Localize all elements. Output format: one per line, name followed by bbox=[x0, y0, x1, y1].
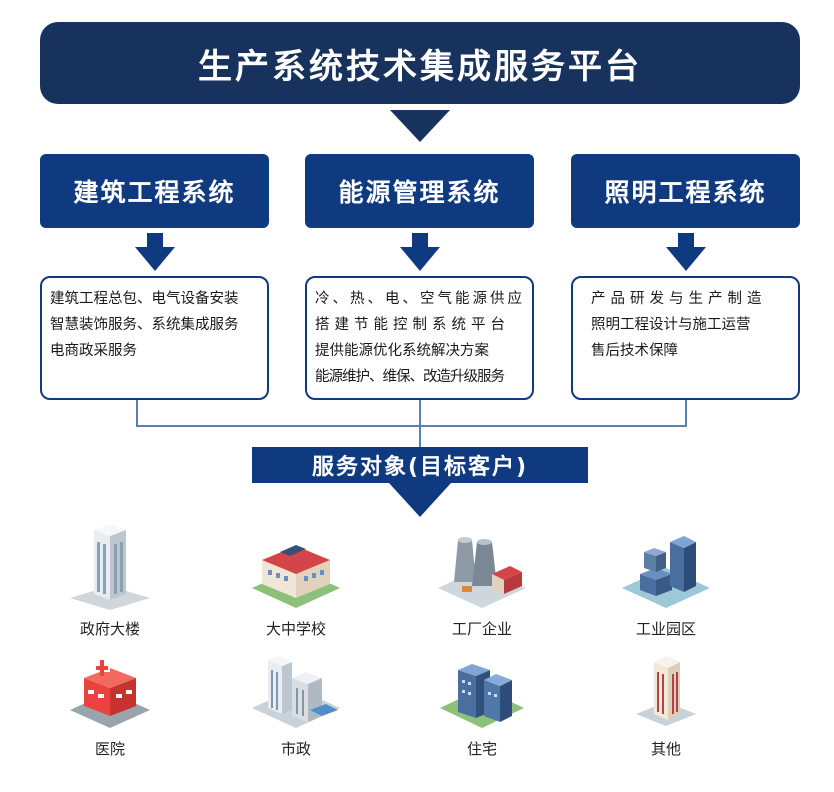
client-other: 其他 bbox=[596, 652, 736, 759]
service-down-triangle bbox=[389, 483, 451, 517]
client-hospital: 医院 bbox=[40, 652, 180, 759]
connector-line bbox=[136, 400, 138, 427]
client-label: 工厂企业 bbox=[451, 620, 512, 638]
description-line: 智慧装饰服务、系统集成服务 bbox=[50, 317, 239, 333]
industrial-park-icon bbox=[622, 536, 710, 608]
client-residential: 住宅 bbox=[412, 652, 552, 759]
description-line: 搭建节能控制系统平台 bbox=[315, 317, 510, 333]
system-title-text: 能源管理系统 bbox=[338, 178, 501, 207]
client-label: 大中学校 bbox=[265, 620, 326, 638]
service-target-title: 服务对象(目标客户) bbox=[311, 455, 529, 480]
arrow-down-icon bbox=[400, 233, 440, 271]
client-government: 政府大楼 bbox=[40, 512, 180, 639]
system-title-text: 照明工程系统 bbox=[604, 178, 767, 207]
banner-down-triangle bbox=[390, 110, 450, 142]
service-target-bar: 服务对象(目标客户) bbox=[252, 447, 588, 483]
client-label: 医院 bbox=[94, 740, 125, 758]
client-factory: 工厂企业 bbox=[412, 512, 552, 639]
municipal-icon bbox=[252, 656, 340, 728]
system-title-text: 建筑工程系统 bbox=[73, 178, 236, 207]
platform-title: 生产系统技术集成服务平台 bbox=[198, 46, 642, 87]
arrow-down-icon bbox=[135, 233, 175, 271]
connector-line bbox=[136, 425, 687, 427]
description-line: 冷、热、电、空气能源供应 bbox=[315, 291, 525, 307]
description-line: 照明工程设计与施工运营 bbox=[591, 317, 751, 333]
client-label: 市政 bbox=[280, 740, 311, 758]
description-line: 提供能源优化系统解决方案 bbox=[315, 343, 489, 359]
government-building-icon bbox=[70, 524, 150, 610]
client-school: 大中学校 bbox=[226, 512, 366, 639]
description-line: 售后技术保障 bbox=[591, 343, 678, 359]
platform-title-banner: 生产系统技术集成服务平台 bbox=[40, 22, 800, 104]
client-municipal: 市政 bbox=[226, 652, 366, 759]
system-description-construction: 建筑工程总包、电气设备安装 智慧装饰服务、系统集成服务 电商政采服务 bbox=[40, 276, 269, 400]
connector-line bbox=[419, 400, 421, 447]
hospital-icon bbox=[70, 660, 150, 728]
connector-line bbox=[685, 400, 687, 427]
system-title-energy: 能源管理系统 bbox=[305, 154, 534, 228]
factory-icon bbox=[438, 537, 526, 608]
school-icon bbox=[252, 545, 340, 608]
client-label: 政府大楼 bbox=[79, 620, 140, 638]
other-building-icon bbox=[636, 656, 696, 726]
system-description-lighting: 产品研发与生产制造 照明工程设计与施工运营 售后技术保障 bbox=[571, 276, 800, 400]
client-label: 工业园区 bbox=[635, 620, 696, 638]
description-line: 建筑工程总包、电气设备安装 bbox=[50, 291, 239, 307]
residential-icon bbox=[440, 664, 524, 728]
system-description-energy: 冷、热、电、空气能源供应 搭建节能控制系统平台 提供能源优化系统解决方案 能源维… bbox=[305, 276, 534, 400]
system-title-construction: 建筑工程系统 bbox=[40, 154, 269, 228]
client-label: 其他 bbox=[650, 740, 681, 758]
description-line: 能源维护、维保、改造升级服务 bbox=[315, 369, 505, 385]
description-line: 电商政采服务 bbox=[50, 343, 137, 359]
arrow-down-icon bbox=[666, 233, 706, 271]
description-line: 产品研发与生产制造 bbox=[591, 291, 767, 307]
system-title-lighting: 照明工程系统 bbox=[571, 154, 800, 228]
client-label: 住宅 bbox=[466, 740, 497, 758]
client-industrial-park: 工业园区 bbox=[596, 512, 736, 639]
